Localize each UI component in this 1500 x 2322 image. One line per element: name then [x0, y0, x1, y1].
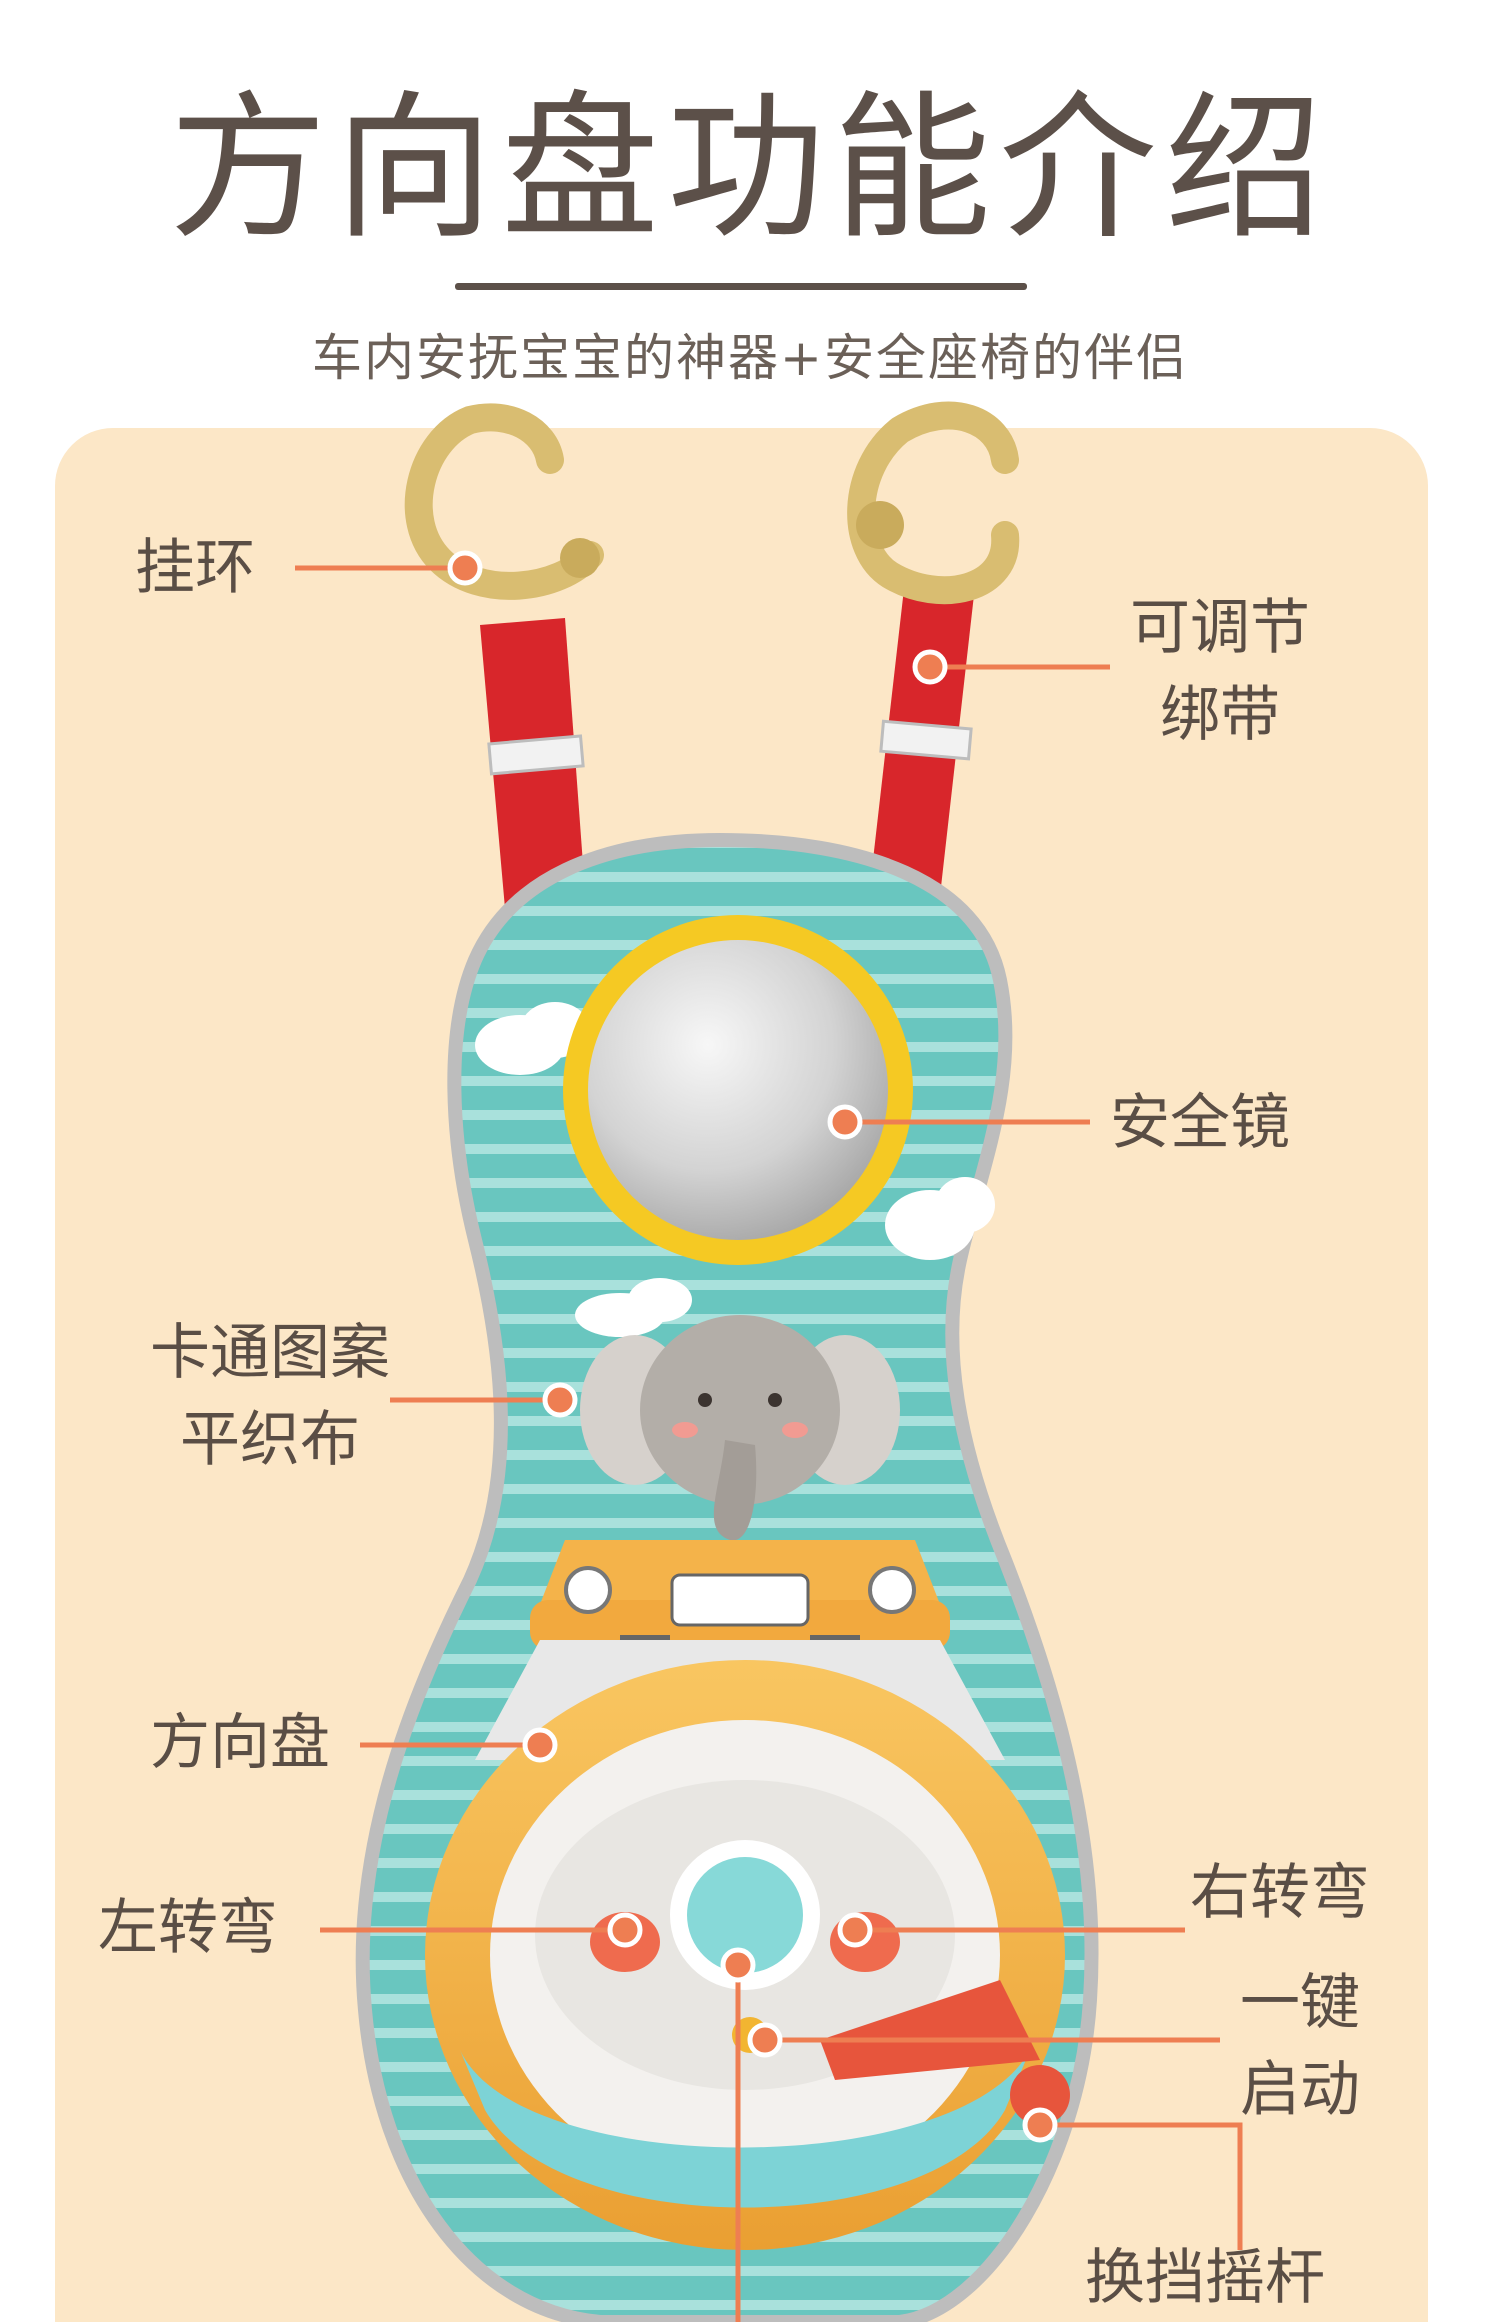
label-safety-mirror: 安全镜 [1110, 1088, 1290, 1158]
callout-dot-right [837, 1912, 873, 1948]
hanging-ring [404, 401, 1020, 605]
label-left-turn: 左转弯 [98, 1893, 278, 1963]
label-one-key-start-line2: 启动 [1240, 2055, 1360, 2125]
callout-dot-mirror [827, 1104, 863, 1140]
label-right-turn: 右转弯 [1190, 1858, 1370, 1928]
label-cartoon-fabric-line2: 平织布 [180, 1405, 360, 1475]
label-adjustable-strap-line2: 绑带 [1160, 680, 1280, 750]
page-title: 方向盘功能介绍 [169, 77, 1331, 261]
callout-dot-horn [720, 1947, 756, 1983]
callout-dot-fabric [542, 1382, 578, 1418]
label-adjustable-strap: 可调节 绑带 [1120, 585, 1320, 759]
label-one-key-start: 一键 启动 [1240, 1960, 1360, 2134]
callout-dot-left [607, 1912, 643, 1948]
label-adjustable-strap-line1: 可调节 [1130, 593, 1310, 663]
label-one-key-start-line1: 一键 [1240, 1968, 1360, 2038]
callout-dot-wheel [522, 1727, 558, 1763]
title-underline [455, 283, 1027, 290]
label-cartoon-fabric: 卡通图案 平织布 [135, 1310, 405, 1484]
label-gear-lever: 换挡摇杆 [1085, 2243, 1325, 2313]
label-hanging-ring: 挂环 [135, 533, 255, 603]
callout-dot-ring [447, 550, 483, 586]
label-cartoon-fabric-line1: 卡通图案 [150, 1318, 390, 1388]
car-illustration [530, 1540, 950, 1657]
callout-dot-gear [1022, 2107, 1058, 2143]
page-subtitle: 车内安抚宝宝的神器+安全座椅的伴侣 [312, 329, 1188, 387]
callout-dot-start [747, 2022, 783, 2058]
label-steering-wheel: 方向盘 [150, 1708, 330, 1778]
elephant-illustration [580, 1315, 900, 1541]
callout-dot-strap [912, 649, 948, 685]
